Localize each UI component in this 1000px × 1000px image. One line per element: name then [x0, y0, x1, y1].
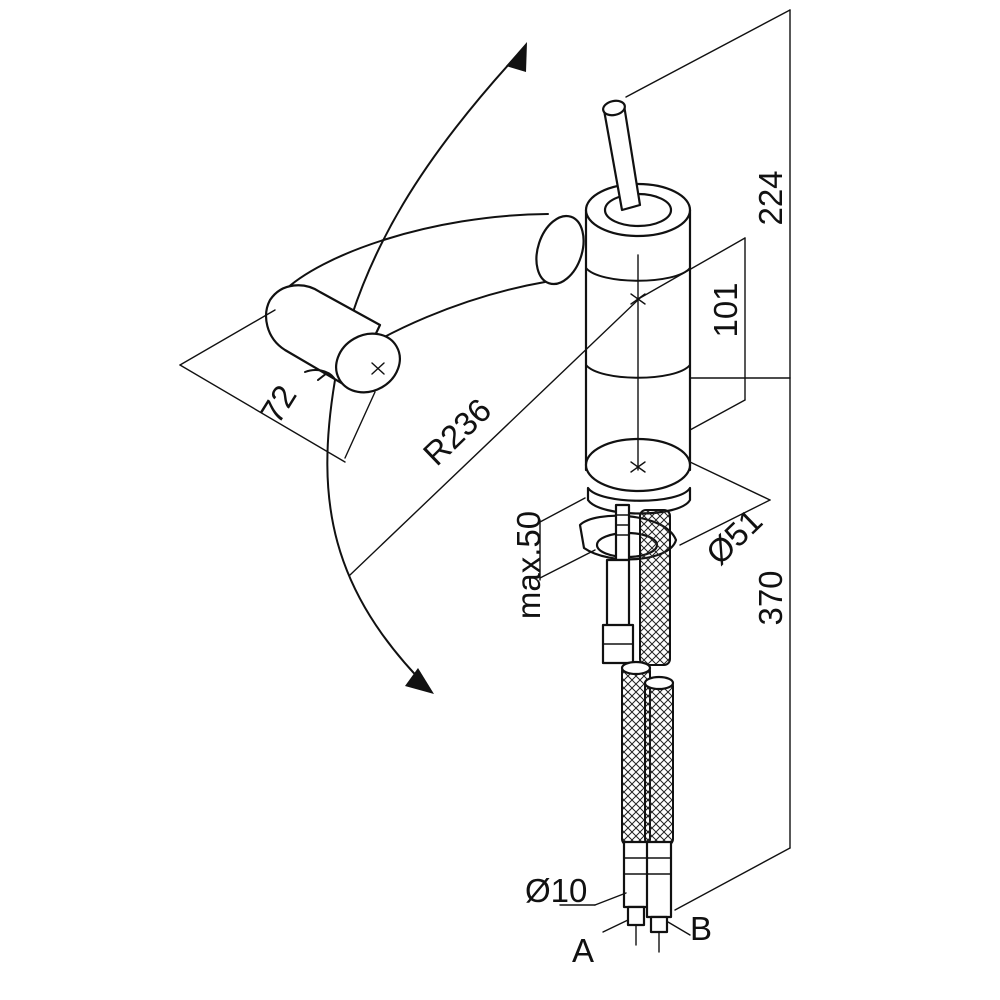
fixing-rod: [605, 558, 631, 632]
spout-outlet: [335, 332, 401, 394]
swivel-arrow-top: [506, 42, 527, 72]
spout-center-mark: [371, 362, 385, 375]
spout-joint: [535, 214, 585, 286]
connection-b-label: B: [690, 910, 712, 947]
dim-max50-label: max.50: [510, 511, 547, 619]
hose-upper: [639, 509, 671, 666]
mounting-hardware: [578, 486, 692, 665]
dim-r236-label: R236: [416, 391, 498, 472]
supply-hoses: [620, 509, 675, 953]
hose-fitting-b: [645, 840, 673, 919]
dim-224-label: 224: [752, 170, 789, 225]
dimension-labels: 224 101 370 72 R236 Ø51 max.50 Ø10 A B: [253, 170, 789, 969]
threaded-stud: [614, 503, 631, 562]
spout-arm: [265, 213, 585, 394]
dim-r236-line: [349, 297, 641, 576]
connection-a-label: A: [572, 932, 594, 969]
faucet-body: [584, 182, 692, 493]
dim-72-label: 72: [253, 379, 304, 430]
dim-51-label: Ø51: [699, 502, 770, 572]
lever-handle: [602, 99, 642, 212]
dimension-lines: [179, 9, 791, 936]
dim-10-label: Ø10: [525, 872, 587, 909]
dim-370-label: 370: [752, 570, 789, 625]
dim-101-label: 101: [707, 282, 744, 337]
hose-b: [644, 679, 674, 846]
dim-72-line: [179, 364, 346, 463]
swivel-arrow-bottom: [405, 668, 434, 694]
body-center-mark-base: [630, 461, 646, 473]
